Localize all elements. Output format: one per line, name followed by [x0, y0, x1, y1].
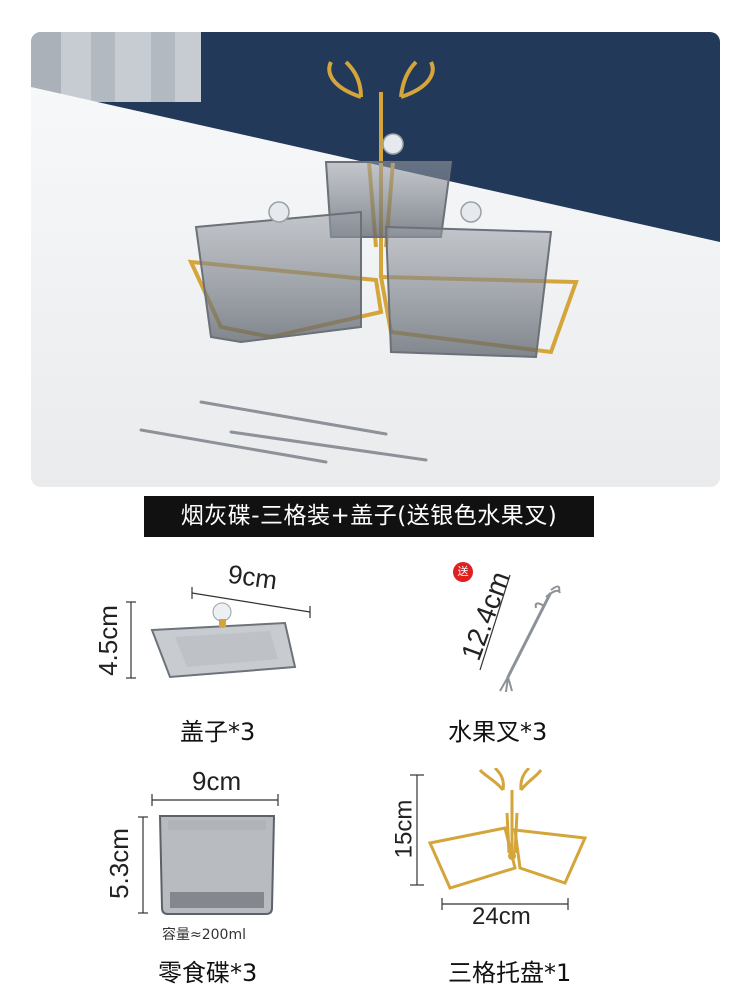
product-title-banner: 烟灰碟-三格装+盖子(送银色水果叉) — [144, 496, 594, 537]
dish-illustration — [158, 815, 276, 915]
lid-width-label: 9cm — [226, 558, 280, 596]
fork-illustration — [499, 585, 561, 693]
lid-height-label: 4.5cm — [92, 605, 123, 676]
tray-height-label: 15cm — [390, 799, 418, 859]
gift-badge: 送 — [453, 562, 473, 582]
product-photo — [31, 32, 720, 487]
tray-width-label: 24cm — [472, 903, 531, 930]
dish-caption: 零食碟*3 — [158, 959, 258, 987]
lid-illustration — [150, 587, 311, 679]
tray-illustration — [427, 768, 588, 890]
lid-height-line — [126, 601, 136, 679]
dish-width-line — [151, 794, 279, 806]
fork-length-line — [479, 574, 511, 671]
fork-caption: 水果叉*3 — [448, 718, 548, 746]
dish-capacity-note: 容量≈200ml — [162, 927, 246, 943]
dish-height-line — [138, 816, 148, 914]
dish-height-label: 5.3cm — [103, 828, 134, 899]
tray-height-line — [410, 774, 424, 886]
dish-width-label: 9cm — [192, 766, 242, 796]
tray-caption: 三格托盘*1 — [448, 959, 572, 987]
tray-width-line — [441, 898, 569, 910]
lid-caption: 盖子*3 — [180, 718, 256, 746]
